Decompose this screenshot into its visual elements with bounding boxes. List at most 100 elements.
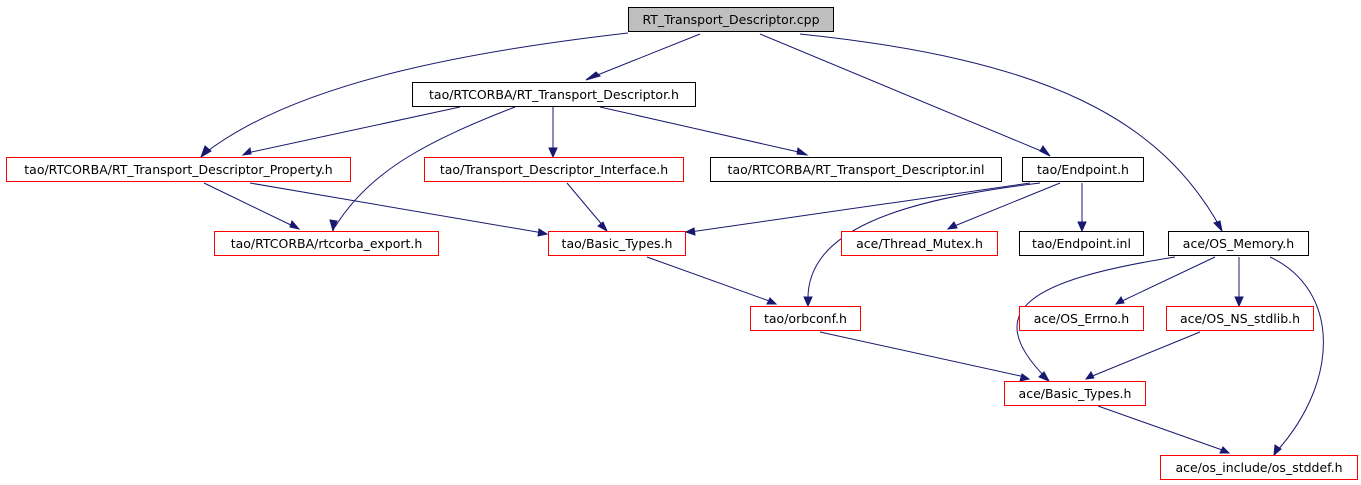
- edge-line: [646, 256, 773, 303]
- edge-n5-n7: [684, 182, 1031, 236]
- node-n3[interactable]: tao/Transport_Descriptor_Interface.h: [424, 157, 684, 182]
- edge-line: [599, 106, 804, 154]
- edge-n0-n5: [759, 33, 1051, 157]
- edge-line: [249, 182, 544, 234]
- node-box: [1022, 157, 1144, 182]
- arrowhead-icon: [1038, 371, 1051, 382]
- edge-n0-n2: [200, 32, 629, 159]
- edge-n10-n12: [1114, 256, 1216, 305]
- node-box: [628, 7, 834, 32]
- arrowhead-icon: [1077, 221, 1087, 233]
- edge-line: [759, 33, 1047, 154]
- arrowhead-icon: [766, 297, 778, 305]
- arrowhead-icon: [1114, 296, 1125, 305]
- edge-line: [1269, 256, 1324, 452]
- node-box: [1166, 306, 1314, 331]
- node-box: [1004, 381, 1146, 406]
- edge-line: [1016, 256, 1176, 378]
- node-label: tao/Endpoint.inl: [1032, 236, 1131, 251]
- node-box: [6, 157, 351, 182]
- node-box: [750, 306, 861, 331]
- node-label: tao/RTCORBA/rtcorba_export.h: [231, 236, 423, 251]
- edge-n1-n3: [548, 107, 558, 159]
- arrowhead-icon: [289, 220, 301, 230]
- node-box: [1168, 231, 1309, 256]
- node-label: tao/RTCORBA/RT_Transport_Descriptor.h: [429, 87, 679, 102]
- arrowhead-icon: [1213, 220, 1223, 233]
- edge-line: [1097, 405, 1226, 452]
- edge-n13-n14: [1084, 331, 1201, 380]
- node-n14[interactable]: ace/Basic_Types.h: [1004, 381, 1146, 406]
- edge-n5-n9: [1077, 183, 1087, 233]
- node-n9[interactable]: tao/Endpoint.inl: [1019, 231, 1144, 256]
- node-label: ace/Thread_Mutex.h: [856, 236, 983, 251]
- arrowhead-icon: [585, 71, 601, 81]
- node-n6[interactable]: tao/RTCORBA/rtcorba_export.h: [214, 231, 439, 256]
- edge-line: [589, 33, 701, 79]
- node-n11[interactable]: tao/orbconf.h: [750, 306, 861, 331]
- edge-n10-n15: [1269, 256, 1324, 457]
- arrowhead-icon: [1019, 373, 1031, 382]
- node-n4[interactable]: tao/RTCORBA/RT_Transport_Descriptor.inl: [710, 157, 1002, 182]
- node-label: tao/RTCORBA/RT_Transport_Descriptor.inl: [728, 162, 985, 177]
- node-box: [1019, 231, 1144, 256]
- edge-n10-n13: [1234, 257, 1244, 308]
- edge-line: [1119, 256, 1216, 303]
- arrowhead-icon: [684, 227, 696, 236]
- edge-line: [566, 182, 605, 228]
- node-n0: RT_Transport_Descriptor.cpp: [628, 7, 834, 32]
- node-label: RT_Transport_Descriptor.cpp: [642, 12, 819, 27]
- node-label: tao/orbconf.h: [764, 311, 847, 326]
- edge-line: [334, 106, 516, 228]
- edge-line: [203, 182, 296, 228]
- edge-n5-n8: [946, 182, 1061, 230]
- node-box: [424, 157, 684, 182]
- node-n5[interactable]: tao/Endpoint.h: [1022, 157, 1144, 182]
- node-n13[interactable]: ace/OS_NS_stdlib.h: [1166, 306, 1314, 331]
- node-label: ace/OS_NS_stdlib.h: [1180, 311, 1300, 326]
- node-n10[interactable]: ace/OS_Memory.h: [1168, 231, 1309, 256]
- edge-n1-n4: [599, 106, 809, 156]
- node-label: tao/Basic_Types.h: [562, 236, 673, 251]
- node-box: [412, 82, 696, 107]
- edge-n5-n11: [803, 182, 1041, 308]
- graph-edges: [200, 32, 1324, 457]
- node-label: ace/OS_Memory.h: [1183, 236, 1294, 251]
- arrowhead-icon: [1234, 296, 1244, 308]
- node-n15[interactable]: ace/os_include/os_stddef.h: [1160, 455, 1358, 480]
- arrowhead-icon: [796, 147, 809, 156]
- node-n2[interactable]: tao/RTCORBA/RT_Transport_Descriptor_Prop…: [6, 157, 351, 182]
- node-label: tao/Endpoint.h: [1037, 162, 1129, 177]
- arrowhead-icon: [946, 221, 958, 230]
- edge-n3-n7: [566, 182, 609, 233]
- node-n1[interactable]: tao/RTCORBA/RT_Transport_Descriptor.h: [412, 82, 696, 107]
- node-label: ace/Basic_Types.h: [1019, 386, 1132, 401]
- node-label: ace/os_include/os_stddef.h: [1175, 460, 1342, 475]
- edge-line: [807, 182, 1041, 303]
- node-box: [548, 231, 686, 256]
- node-n8[interactable]: ace/Thread_Mutex.h: [841, 231, 998, 256]
- node-box: [1160, 455, 1358, 480]
- arrowhead-icon: [597, 221, 609, 233]
- edge-line: [204, 32, 629, 154]
- edge-line: [799, 33, 1221, 228]
- edge-n2-n7: [249, 182, 549, 237]
- node-n12[interactable]: ace/OS_Errno.h: [1019, 306, 1144, 331]
- arrowhead-icon: [548, 147, 558, 159]
- edge-n2-n6: [203, 182, 301, 230]
- node-n7[interactable]: tao/Basic_Types.h: [548, 231, 686, 256]
- edge-line: [689, 182, 1031, 233]
- edge-n14-n15: [1097, 405, 1231, 454]
- node-label: tao/RTCORBA/RT_Transport_Descriptor_Prop…: [24, 162, 332, 177]
- node-label: ace/OS_Errno.h: [1034, 311, 1129, 326]
- graph-nodes: RT_Transport_Descriptor.cpp tao/RTCORBA/R…: [6, 7, 1358, 480]
- node-box: [710, 157, 1002, 182]
- edge-n7-n11: [646, 256, 778, 305]
- arrowhead-icon: [1219, 446, 1231, 454]
- edge-n0-n10: [799, 33, 1223, 233]
- edge-n11-n14: [819, 331, 1031, 382]
- node-box: [841, 231, 998, 256]
- edge-line: [951, 182, 1061, 228]
- edge-n0-n1: [585, 33, 701, 81]
